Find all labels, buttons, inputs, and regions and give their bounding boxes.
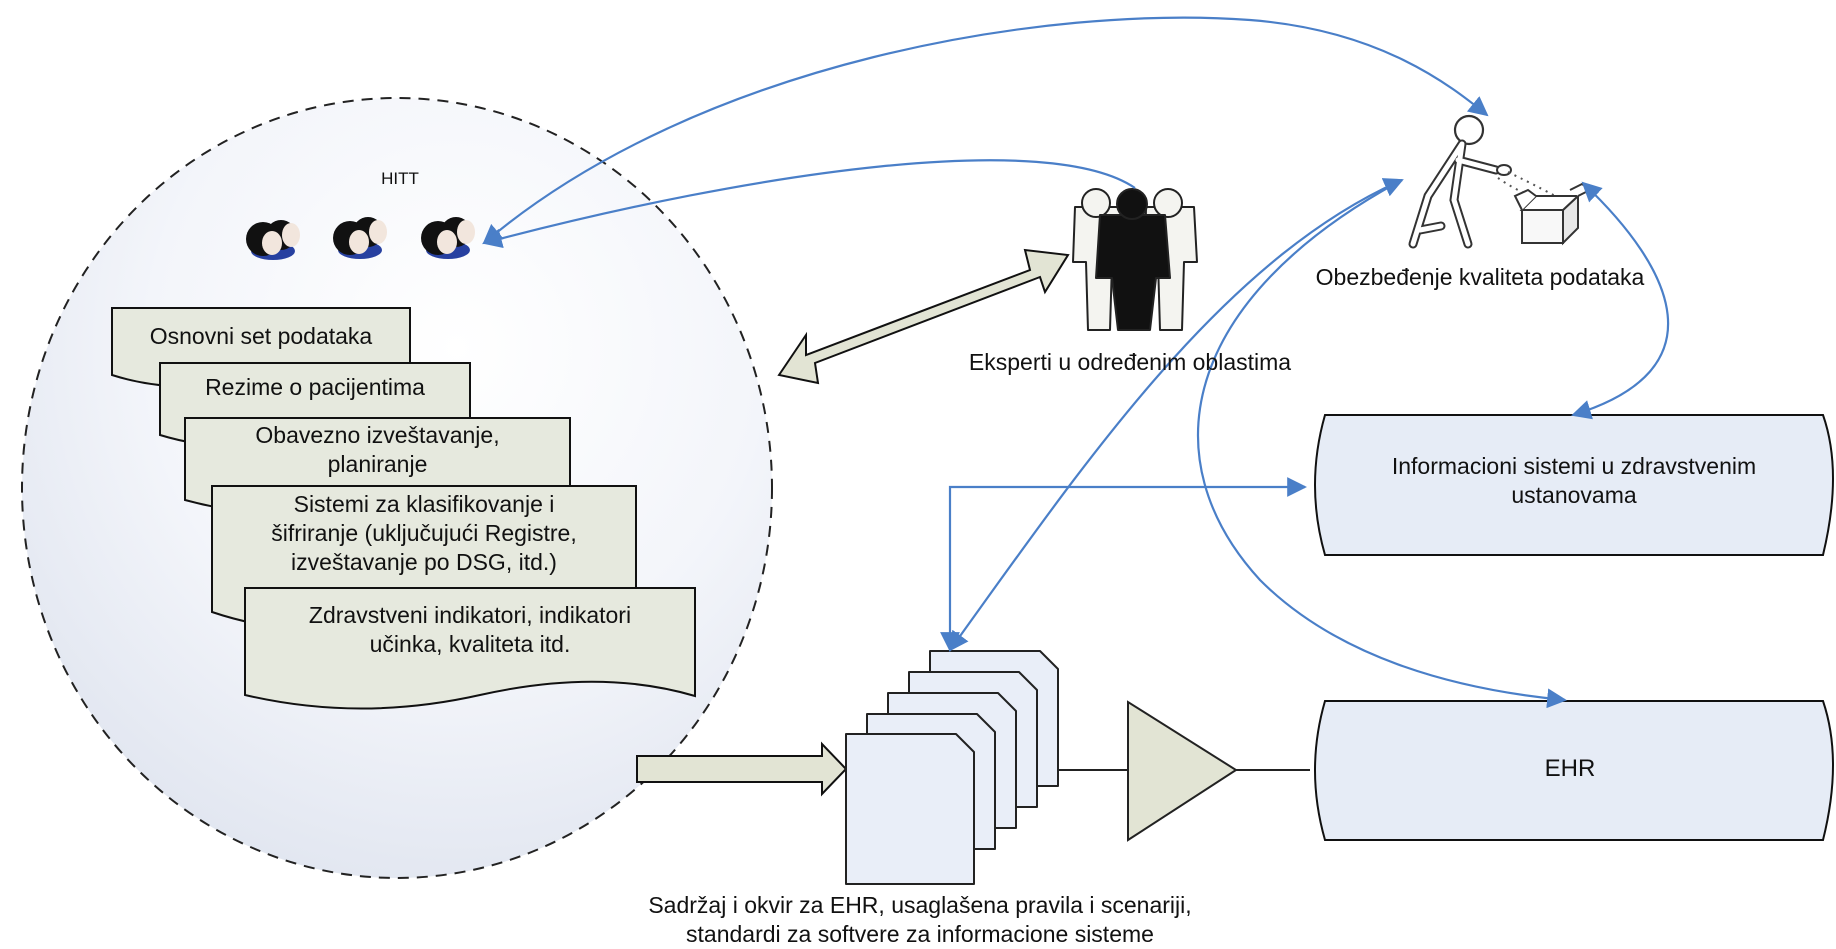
content-label-line: standardi za softvere za informacione si… [686,921,1154,947]
doc-line: šifriranje (uključujući Registre, [271,520,577,546]
doc-label-3: Obavezno izveštavanje, planiranje [185,421,570,479]
experts-icon [1072,188,1198,331]
data-box-icon [1513,182,1592,246]
ehr-label: EHR [1544,755,1596,782]
ehr-cylinder [1314,700,1834,841]
doc-label-2: Rezime o pacijentima [160,373,470,402]
hitt-person-icon [421,217,475,259]
connector-pages-quality [948,178,1404,652]
doc-label-5: Zdravstveni indikatori, indikatori učink… [245,601,695,659]
his-label-line: Informacioni sistemi u zdravstvenim [1391,453,1757,479]
quality-label: Obezbeđenje kvaliteta podataka [1315,264,1645,290]
doc-line: izveštavanje po DSG, itd.) [291,549,557,575]
doc-line: Zdravstveni indikatori, indikatori [308,602,632,628]
document-stack [111,307,696,710]
connector-quality-ehr [1196,179,1567,709]
connector-experts-hitt [482,159,1136,249]
hitt-person-icon [246,220,300,260]
his-label: Informacioni sistemi u zdravstvenim usta… [1325,452,1823,510]
content-label: Sadržaj i okvir za EHR, usaglašena pravi… [560,891,1280,949]
doc-line: Rezime o pacijentima [205,374,425,400]
connectors [482,16,1670,709]
connector-pages-his [940,477,1307,652]
connector-quality-hitt [482,16,1489,245]
doc-line: Sistemi za klasifikovanje i [293,491,555,517]
amplifier-triangle [1127,700,1238,842]
hitt-people-group [246,217,475,260]
doc-shape-5 [244,587,696,710]
doc-label-1: Osnovni set podataka [112,322,410,351]
doc-label-4: Sistemi za klasifikovanje i šifriranje (… [212,490,636,577]
hitt-label: HITT [381,169,419,188]
doc-line: planiranje [327,451,428,477]
connector-box-his [1571,181,1670,420]
pages-stack-icon [845,650,1059,885]
doc-line: Obavezno izveštavanje, [255,422,500,448]
block-arrow-to-pages [636,741,848,797]
doc-line: učinka, kvaliteta itd. [369,631,571,657]
content-label-line: Sadržaj i okvir za EHR, usaglašena pravi… [648,892,1192,918]
experts-label: Eksperti u određenim oblastima [968,349,1292,375]
hitt-person-icon [333,217,387,259]
doc-line: Osnovni set podataka [149,323,373,349]
his-label-line: ustanovama [1511,482,1637,508]
